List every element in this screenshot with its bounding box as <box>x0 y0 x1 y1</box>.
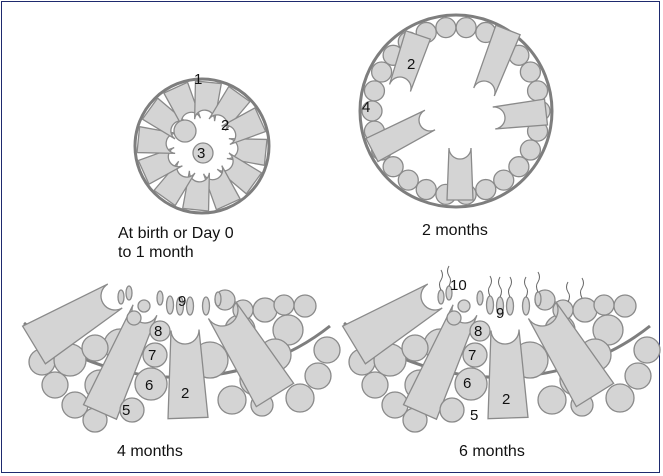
label-5: 5 <box>470 407 478 424</box>
label-7: 7 <box>148 347 156 364</box>
sperm-tail <box>489 276 492 296</box>
label-8: 8 <box>474 323 482 340</box>
spermatogonium <box>372 62 392 82</box>
caption-6-months: 6 months <box>459 443 525 460</box>
elongated-spermatid <box>126 286 132 300</box>
germ-cell <box>594 295 614 315</box>
sperm-tail <box>440 270 443 290</box>
elongated-spermatid <box>187 297 194 315</box>
germ-cell <box>82 335 108 361</box>
elongated-spermatid <box>118 290 124 304</box>
elongated-spermatid <box>215 292 221 306</box>
elongated-spermatid <box>487 296 494 314</box>
elongated-spermatid <box>203 297 210 315</box>
spermatogonium <box>476 180 496 200</box>
caption-4-months: 4 months <box>117 443 183 460</box>
germ-cell <box>286 384 314 412</box>
label-2: 2 <box>221 117 229 134</box>
gonocyte <box>174 120 196 142</box>
caption-birth-line1: At birth or Day 0 <box>118 225 234 242</box>
panel-6-months: 10 9 8 7 6 5 2 6 months <box>343 266 660 460</box>
sperm-tail <box>509 277 512 297</box>
spermatid <box>127 311 141 325</box>
elongated-spermatid <box>523 297 530 315</box>
sperm-tail <box>567 282 570 302</box>
label-2: 2 <box>502 391 510 408</box>
spermatogonium <box>520 140 540 160</box>
germ-cell <box>614 295 636 317</box>
panel-4-months: 9 8 7 6 5 2 4 months <box>23 284 340 460</box>
germ-cell <box>253 298 277 322</box>
label-2: 2 <box>181 385 189 402</box>
germ-cell <box>305 363 331 389</box>
germ-cell <box>402 335 428 361</box>
spermatid <box>458 300 470 312</box>
panel-2-months: 2 4 2 months <box>360 15 552 239</box>
germ-cell <box>625 363 651 389</box>
germ-cell <box>634 337 660 363</box>
elongated-spermatid <box>477 291 483 305</box>
spermatogonium <box>456 18 476 38</box>
panel-birth: 1 2 3 At birth or Day 0 to 1 month <box>118 71 269 261</box>
label-1: 1 <box>194 71 202 88</box>
germ-cell <box>218 386 246 414</box>
sperm-tail <box>499 277 502 297</box>
caption-2-months: 2 months <box>422 222 488 239</box>
label-10: 10 <box>450 277 467 294</box>
elongated-spermatid <box>438 290 444 304</box>
spermatogonium <box>436 18 456 38</box>
germ-cell <box>362 372 388 398</box>
sperm-tail <box>525 277 528 297</box>
label-9: 9 <box>178 293 186 310</box>
elongated-spermatid <box>167 296 174 314</box>
label-3: 3 <box>197 145 205 162</box>
germ-cell <box>573 298 597 322</box>
caption-birth-line2: to 1 month <box>118 244 194 261</box>
spermatid <box>138 300 150 312</box>
label-7: 7 <box>468 347 476 364</box>
label-2: 2 <box>407 56 415 73</box>
germ-cell <box>294 295 316 317</box>
spermatogonium <box>440 398 464 422</box>
germ-cell <box>42 372 68 398</box>
spermatogonium <box>528 81 548 101</box>
label-9: 9 <box>496 305 504 322</box>
spermatid <box>447 311 461 325</box>
germ-cell <box>538 386 566 414</box>
label-5: 5 <box>122 402 130 419</box>
spermatogonium <box>383 157 403 177</box>
germ-cell <box>606 384 634 412</box>
elongated-spermatid <box>507 297 514 315</box>
spermatogonium <box>520 62 540 82</box>
sperm-tail <box>581 278 584 298</box>
label-6: 6 <box>463 375 471 392</box>
sperm-tail <box>537 272 540 292</box>
label-8: 8 <box>154 323 162 340</box>
label-4: 4 <box>362 99 370 116</box>
spermatogonium <box>416 180 436 200</box>
elongated-spermatid <box>535 292 541 306</box>
label-6: 6 <box>145 377 153 394</box>
spermatogonium <box>364 81 384 101</box>
germ-cell <box>274 295 294 315</box>
spermatogonium <box>494 170 514 190</box>
elongated-spermatid <box>157 291 163 305</box>
germ-cell <box>314 337 340 363</box>
